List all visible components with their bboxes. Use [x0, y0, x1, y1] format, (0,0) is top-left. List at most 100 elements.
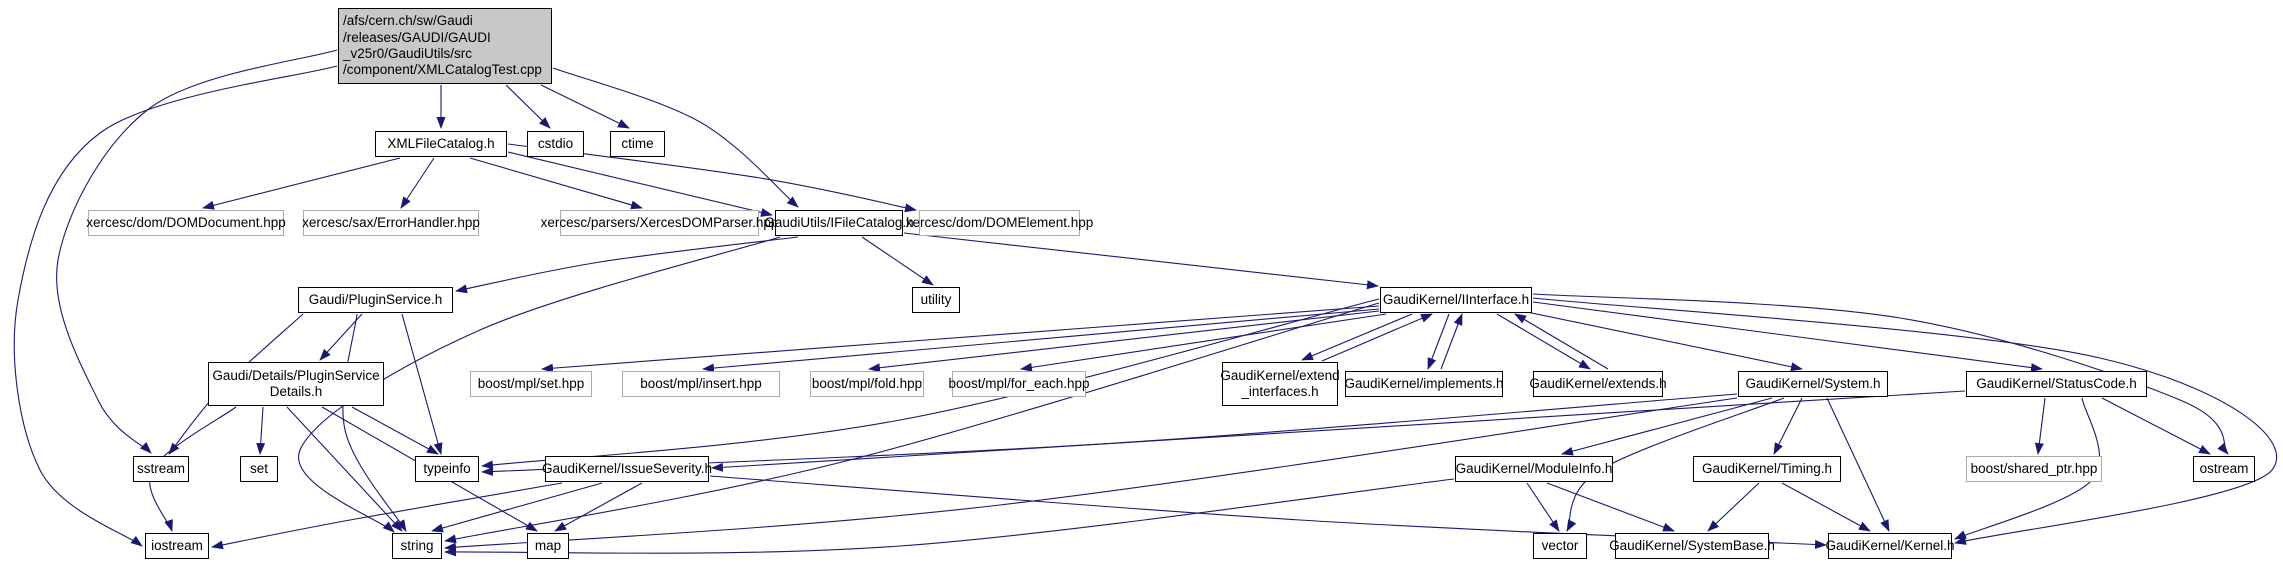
edge-issuesev-to-iostream	[211, 482, 563, 550]
node-label: /component/XMLCatalogTest.cpp	[343, 62, 542, 78]
node-label: GaudiKernel/System.h	[1745, 375, 1881, 391]
node-label: ctime	[621, 135, 654, 151]
node-sstream: sstream	[133, 456, 189, 482]
node-label: GaudiKernel/IssueSeverity.h	[541, 460, 713, 476]
edge-system-to-timing	[1773, 397, 1803, 455]
node-label: boost/mpl/set.hpp	[477, 375, 585, 391]
node-statuscode[interactable]: GaudiKernel/StatusCode.h	[1966, 371, 2147, 397]
node-errh: xercesc/sax/ErrorHandler.hpp	[302, 210, 480, 236]
node-label: utility	[920, 291, 952, 307]
node-domel: xercesc/dom/DOMElement.hpp	[906, 210, 1093, 236]
edge-iinterface-to-implements	[1427, 313, 1450, 370]
edge-details-to-string	[286, 406, 403, 532]
edge-root-to-cstdio	[505, 84, 551, 129]
edge-system-to-moduleinfo	[1561, 397, 1773, 456]
node-plugsvc[interactable]: Gaudi/PluginService.h	[298, 287, 453, 313]
edge-root-to-ifilecat	[552, 67, 799, 208]
node-string: string	[392, 533, 442, 559]
node-label: /releases/GAUDI/GAUDI	[343, 29, 491, 45]
node-ctime: ctime	[610, 131, 665, 157]
node-xparser: xercesc/parsers/XercesDOMParser.hpp	[541, 210, 778, 236]
edge-statuscode-to-issuesev	[711, 390, 1966, 472]
edge-statuscode-to-sharedptr	[2034, 397, 2046, 455]
edge-iinterface-to-mplfold	[868, 310, 1380, 373]
node-label: xercesc/sax/ErrorHandler.hpp	[302, 214, 480, 230]
node-label: sstream	[137, 460, 186, 476]
node-label: GaudiKernel/StatusCode.h	[1976, 375, 2137, 391]
edge-xmlcat-to-xparser	[469, 157, 643, 210]
node-label: GaudiUtils/IFileCatalog.h	[764, 214, 914, 230]
edge-timing-to-systembase	[1707, 482, 1760, 532]
edge-extends-to-iinterface	[1514, 313, 1609, 370]
edge-moduleinfo-to-vector	[1526, 482, 1560, 532]
edge-details-to-typeinfo	[351, 406, 439, 455]
edge-moduleinfo-to-string	[444, 478, 1455, 557]
node-label: xercesc/parsers/XercesDOMParser.hpp	[540, 214, 779, 230]
node-system[interactable]: GaudiKernel/System.h	[1738, 371, 1888, 397]
node-mplforeach: boost/mpl/for_each.hpp	[948, 371, 1090, 397]
node-typeinfo: typeinfo	[415, 456, 479, 482]
edge-system-to-string	[444, 397, 1738, 552]
node-kernel[interactable]: GaudiKernel/Kernel.h	[1825, 533, 1955, 559]
edge-implements-to-iinterface	[1440, 313, 1463, 370]
node-vector: vector	[1533, 533, 1587, 559]
node-label: boost/mpl/fold.hpp	[811, 375, 923, 391]
edge-system-to-kernel	[1826, 397, 1890, 532]
node-label: iostream	[151, 537, 203, 553]
edge-xmlcat-to-domdoc	[202, 157, 401, 210]
node-label: ostream	[2199, 460, 2249, 476]
node-label: boost/mpl/insert.hpp	[640, 375, 762, 391]
edge-ifilecat-to-string	[297, 236, 781, 533]
edge-plugsvc-to-string	[342, 313, 407, 532]
node-xmlcat[interactable]: XMLFileCatalog.h	[375, 131, 507, 157]
node-issuesev[interactable]: GaudiKernel/IssueSeverity.h	[541, 456, 713, 482]
edge-xmlcat-to-ifilecat	[507, 151, 773, 217]
node-ifilecat[interactable]: GaudiUtils/IFileCatalog.h	[764, 210, 914, 236]
node-extends[interactable]: GaudiKernel/extends.h	[1529, 371, 1667, 397]
edge-iinterface-to-ostream	[1532, 293, 2229, 455]
node-label: GaudiKernel/Kernel.h	[1825, 537, 1955, 553]
node-label: Details.h	[269, 384, 323, 399]
edge-iinterface-to-extif	[1301, 313, 1413, 361]
node-iinterface[interactable]: GaudiKernel/IInterface.h	[1380, 287, 1532, 313]
node-timing[interactable]: GaudiKernel/Timing.h	[1693, 456, 1841, 482]
edge-xmlcat-to-errh	[400, 157, 435, 209]
edge-iinterface-to-mplinsert	[702, 308, 1380, 373]
edge-ifilecat-to-iinterface	[903, 232, 1379, 290]
edge-ifilecat-to-plugsvc	[455, 236, 799, 294]
node-ostream: ostream	[2193, 456, 2255, 482]
node-mplinsert: boost/mpl/insert.hpp	[622, 371, 780, 397]
node-moduleinfo[interactable]: GaudiKernel/ModuleInfo.h	[1455, 456, 1613, 482]
edge-iinterface-to-extends	[1496, 313, 1591, 370]
node-domdoc: xercesc/dom/DOMDocument.hpp	[86, 210, 286, 236]
edge-iinterface-to-mplforeach	[1020, 313, 1387, 372]
node-label: xercesc/dom/DOMDocument.hpp	[86, 214, 286, 230]
edge-iinterface-to-kernel	[1532, 297, 2278, 545]
node-iostream: iostream	[145, 533, 209, 559]
edge-iinterface-to-statuscode	[1532, 301, 2043, 373]
node-label: XMLFileCatalog.h	[387, 135, 495, 151]
node-label: GaudiKernel/extends.h	[1529, 375, 1667, 391]
edge-root-to-sstream	[56, 49, 338, 454]
node-utility: utility	[912, 287, 960, 313]
edge-root-to-iostream	[13, 65, 338, 547]
edge-iinterface-to-system	[1521, 310, 1803, 372]
node-systembase[interactable]: GaudiKernel/SystemBase.h	[1609, 533, 1775, 559]
node-implements[interactable]: GaudiKernel/implements.h	[1344, 371, 1504, 397]
node-label: GaudiKernel/ModuleInfo.h	[1455, 460, 1613, 476]
node-root: /afs/cern.ch/sw/Gaudi/releases/GAUDI/GAU…	[338, 8, 552, 84]
node-label: typeinfo	[423, 460, 471, 476]
edge-timing-to-kernel	[1781, 482, 1871, 532]
node-label: string	[400, 537, 434, 553]
node-label: set	[249, 460, 268, 476]
node-extif[interactable]: GaudiKernel/extend_interfaces.h	[1220, 362, 1340, 406]
node-label: boost/mpl/for_each.hpp	[948, 375, 1090, 391]
node-label: vector	[1541, 537, 1579, 553]
node-label: boost/shared_ptr.hpp	[1970, 460, 2098, 476]
node-label: GaudiKernel/extend	[1220, 367, 1340, 383]
node-label: GaudiKernel/implements.h	[1344, 375, 1504, 391]
edge-statuscode-to-kernel	[1954, 397, 2101, 540]
